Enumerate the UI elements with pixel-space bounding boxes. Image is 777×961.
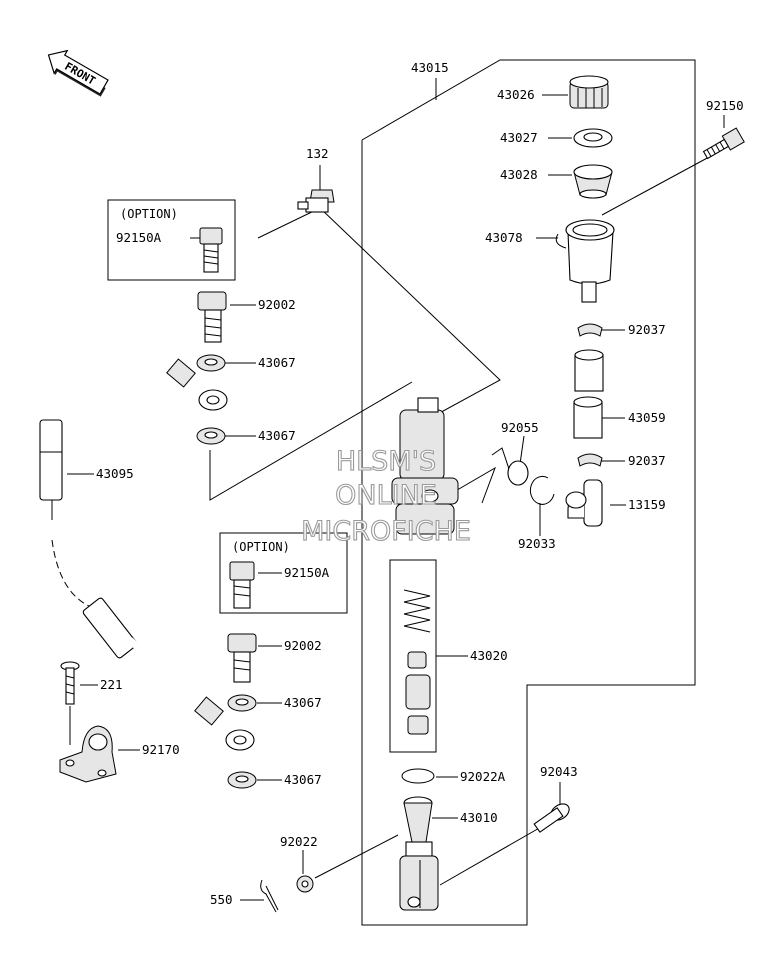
label-43028: 43028 [500, 167, 538, 182]
washer-43067-b-icon [196, 427, 226, 445]
label-92043: 92043 [540, 764, 578, 779]
label-92150A-top: 92150A [116, 230, 162, 245]
label-43067-c: 43067 [284, 695, 322, 710]
washer-92022-icon [296, 875, 314, 893]
watermark-line1: HLSM'S [336, 446, 436, 477]
washer-43067-a-icon [196, 354, 226, 372]
label-92150: 92150 [706, 98, 744, 113]
label-92002-top: 92002 [258, 297, 296, 312]
label-221: 221 [100, 677, 123, 692]
pin-92043-icon [533, 803, 570, 833]
watermark-line2: ONLINE [335, 480, 437, 511]
label-43095: 43095 [96, 466, 134, 481]
label-43067-d: 43067 [284, 772, 322, 787]
label-43020: 43020 [470, 648, 508, 663]
screw-221-icon [60, 661, 80, 705]
bolt-92002-top-icon [197, 291, 227, 343]
assembly-outline-43015 [361, 59, 696, 926]
cotter-pin-550-icon [260, 879, 279, 913]
cap-43026-icon [569, 75, 609, 109]
option-label-top: (OPTION) [120, 207, 178, 221]
clip-92037-a-icon [577, 323, 603, 337]
piston-kit-43020-icon [403, 589, 431, 735]
label-132: 132 [306, 146, 329, 161]
bleed-screw-132-icon [297, 189, 335, 213]
elbow-13159-icon [565, 479, 603, 527]
label-92170: 92170 [142, 742, 180, 757]
watermark-line3: MICROFICHE [301, 516, 471, 547]
bolt-92150-icon [702, 127, 745, 160]
label-92055: 92055 [501, 420, 539, 435]
diaphragm-43028-icon [573, 164, 613, 199]
label-43078: 43078 [485, 230, 523, 245]
bolt-92150A-top-icon [199, 227, 223, 273]
label-43026: 43026 [497, 87, 535, 102]
washer-43067-c-icon [227, 694, 257, 712]
reservoir-hose-43059-icon [573, 349, 604, 439]
plate-43027-icon [573, 128, 613, 148]
front-arrow-icon: FRONT [47, 49, 109, 97]
option-label-bottom: (OPTION) [232, 540, 290, 554]
option-box-bottom [219, 532, 348, 614]
watermark: HLSM'S ONLINE MICROFICHE [301, 445, 472, 547]
circlip-92022A-icon [401, 768, 435, 784]
label-43027: 43027 [500, 130, 538, 145]
label-92150A-bottom: 92150A [284, 565, 330, 580]
label-13159: 13159 [628, 497, 666, 512]
master-cylinder-body-icon [391, 397, 459, 535]
clamp-92170-icon [59, 725, 117, 783]
label-92022: 92022 [280, 834, 318, 849]
washer-43067-d-icon [227, 771, 257, 789]
label-550: 550 [210, 892, 233, 907]
circlip-92033-icon [529, 475, 555, 505]
piston-kit-box-43020 [389, 559, 437, 753]
bolt-92150A-bottom-icon [229, 561, 255, 609]
bolt-92002-bottom-icon [227, 633, 257, 683]
label-92033: 92033 [518, 536, 556, 551]
option-box-top [107, 199, 236, 281]
clip-92037-b-icon [577, 453, 603, 467]
o-ring-92055-icon [507, 460, 529, 486]
label-92022A: 92022A [460, 769, 506, 784]
label-43059: 43059 [628, 410, 666, 425]
label-43067-b: 43067 [258, 428, 296, 443]
leader-lines [67, 94, 725, 901]
reservoir-43078-icon [555, 219, 615, 303]
push-rod-43010-icon [399, 796, 439, 911]
brake-hose-43095-icon [39, 328, 255, 751]
label-92002-bottom: 92002 [284, 638, 322, 653]
part-labels: 43015 43026 43027 43028 43078 92150 132 … [96, 60, 744, 907]
label-43010: 43010 [460, 810, 498, 825]
label-92037-b: 92037 [628, 453, 666, 468]
label-92037-a: 92037 [628, 322, 666, 337]
label-43015: 43015 [411, 60, 449, 75]
label-43067-a: 43067 [258, 355, 296, 370]
